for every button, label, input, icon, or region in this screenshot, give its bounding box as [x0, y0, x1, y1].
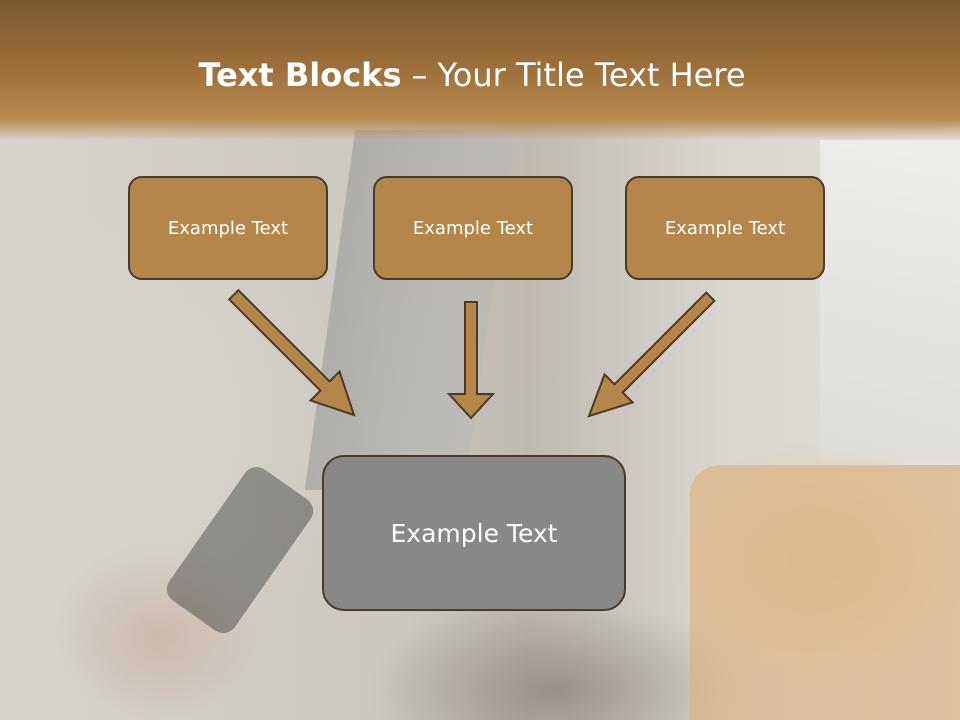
title-bar — [0, 0, 960, 140]
text-block-right: Example Text — [625, 176, 825, 280]
background-window — [820, 140, 960, 460]
main-text-block: Example Text — [322, 455, 626, 611]
arrow-right-icon — [587, 291, 716, 418]
arrow-center-icon — [446, 301, 496, 420]
slide-title: Text Blocks–Your Title Text Here — [0, 56, 944, 94]
text-block-center-label: Example Text — [412, 217, 534, 239]
text-block-left-label: Example Text — [167, 217, 289, 239]
title-dash: – — [411, 56, 428, 94]
main-text-block-label: Example Text — [390, 518, 558, 548]
text-block-left: Example Text — [128, 176, 328, 280]
title-bold-text: Text Blocks — [198, 56, 402, 94]
text-block-center: Example Text — [373, 176, 573, 280]
arrow-left-icon — [227, 288, 356, 417]
text-block-right-label: Example Text — [664, 217, 786, 239]
title-text: Your Title Text Here — [437, 56, 746, 94]
background-chair — [690, 465, 960, 720]
